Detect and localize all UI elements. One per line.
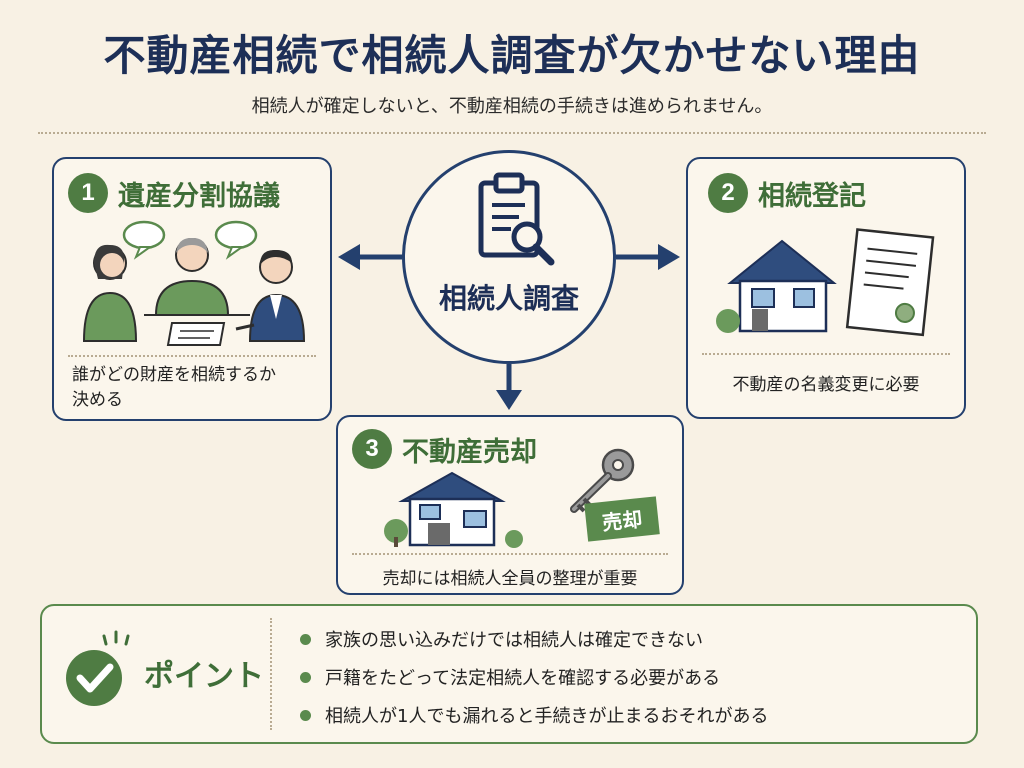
bullet-dot-icon bbox=[300, 671, 311, 683]
point-box bbox=[40, 604, 978, 744]
center-heir-survey: 相続人調査 bbox=[402, 150, 616, 364]
page-title: 不動産相続で相続人調査が欠かせない理由 bbox=[103, 31, 921, 80]
point-item: 家族の思い込みだけでは相続人は確定できない bbox=[300, 626, 703, 652]
house-document-icon bbox=[716, 228, 935, 337]
card-divider bbox=[702, 353, 950, 355]
card-divider bbox=[68, 355, 316, 357]
header-divider bbox=[38, 132, 986, 134]
key-icon bbox=[570, 448, 635, 513]
house-icon bbox=[384, 471, 523, 548]
page-subtitle: 相続人が確定しないと、不動産相続の手続きは進められません。 bbox=[251, 96, 773, 117]
point-label: ポイント bbox=[144, 659, 264, 694]
check-circle-icon bbox=[66, 630, 130, 706]
card-description: 不動産の名義変更に必要 bbox=[732, 375, 920, 395]
card-inheritance-registration: 2 相続登記 不動産の名義変更に必要 bbox=[686, 157, 966, 419]
card-title: 不動産売却 bbox=[402, 436, 537, 468]
card-number-badge: 2 bbox=[708, 173, 748, 213]
clipboard-search-icon bbox=[478, 172, 555, 266]
center-label: 相続人調査 bbox=[438, 282, 579, 315]
card-title: 相続登記 bbox=[758, 180, 866, 212]
bullet-dot-icon bbox=[300, 633, 311, 645]
card-estate-division: 1 遺産分割協議 誰がどの財産を相続するか 決める bbox=[52, 157, 332, 421]
bullet-dot-icon bbox=[300, 709, 311, 721]
card-title: 遺産分割協議 bbox=[118, 180, 280, 212]
card-number-badge: 1 bbox=[68, 173, 108, 213]
point-item: 相続人が1人でも漏れると手続きが止まるおそれがある bbox=[300, 702, 768, 728]
family-meeting-icon bbox=[82, 220, 306, 346]
point-divider bbox=[270, 618, 272, 730]
sold-badge: 売却 bbox=[584, 496, 660, 542]
card-divider bbox=[352, 553, 668, 555]
point-item: 戸籍をたどって法定相続人を確認する必要がある bbox=[300, 664, 720, 690]
card-description: 売却には相続人全員の整理が重要 bbox=[382, 569, 638, 589]
card-description: 誰がどの財産を相続するか 決める bbox=[72, 365, 276, 410]
card-number-badge: 3 bbox=[352, 429, 392, 469]
